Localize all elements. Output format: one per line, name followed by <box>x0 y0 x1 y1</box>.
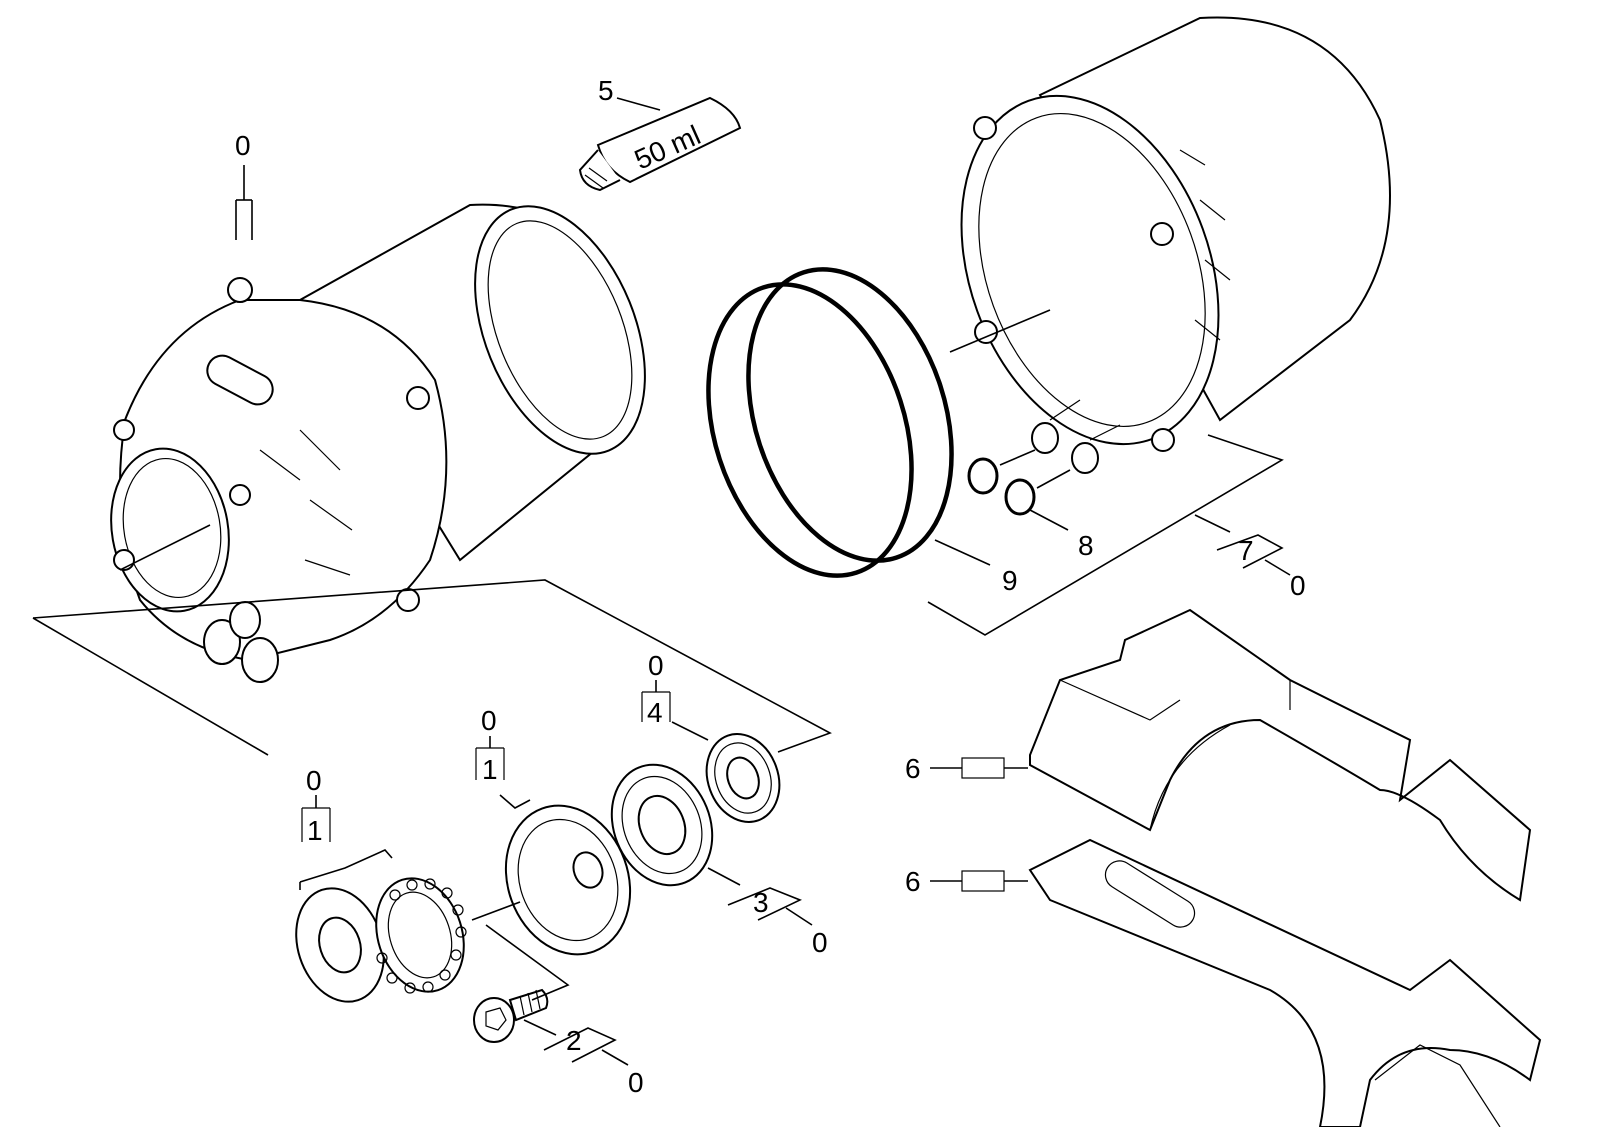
ball-bearing <box>610 763 714 887</box>
housing-set-box <box>1216 534 1284 569</box>
bearing-3-box <box>727 887 802 921</box>
callout-bracket-lower: 6 <box>905 866 921 897</box>
callout-bearing-4-top: 0 <box>648 650 664 681</box>
grease-tube-leader <box>616 97 661 111</box>
callout-bearing-3-suffix: 0 <box>812 927 828 958</box>
motor-housing <box>110 203 646 683</box>
shaft-seal <box>705 733 781 823</box>
bolt-2-leader <box>523 1019 557 1036</box>
callout-bolt-2: 2 <box>566 1025 582 1056</box>
callout-bearing-4: 4 <box>647 697 663 728</box>
callout-washer-1-top: 0 <box>306 765 322 796</box>
callout-o-rings-8: 8 <box>1078 530 1094 561</box>
housing-group-bracket <box>927 434 1284 636</box>
callout-grease-tube: 5 <box>598 75 614 106</box>
small-o-rings <box>967 449 1071 516</box>
callout-o-ring-9: 9 <box>1002 565 1018 596</box>
bearing-4-callout <box>641 680 709 741</box>
disc-1-callout <box>475 736 531 809</box>
flange-bolt <box>473 988 549 1043</box>
pump-housing <box>949 16 1391 474</box>
callout-motor-top: 0 <box>235 130 251 161</box>
callout-disc-1-top: 0 <box>481 705 497 736</box>
large-o-ring <box>706 267 954 578</box>
callout-washer-1: 1 <box>307 815 323 846</box>
bolt-2-box <box>543 1027 617 1063</box>
o-ring-8-leader <box>1029 509 1069 531</box>
lower-clamp-bracket <box>1028 838 1542 1127</box>
upper-clamp-bracket <box>1029 608 1532 902</box>
thrust-washer <box>295 887 385 1003</box>
callout-bearing-3: 3 <box>753 887 769 918</box>
thrust-bearing-cage <box>375 877 467 994</box>
callout-bolt-2-suffix: 0 <box>628 1067 644 1098</box>
washer-1-callout <box>299 795 393 890</box>
o-ring-9-leader <box>934 539 991 566</box>
bracket-lower-leader <box>930 870 1028 892</box>
callout-housing-set-suffix: 0 <box>1290 570 1306 601</box>
motor-callout-bracket <box>235 165 253 240</box>
callout-housing-set: 7 <box>1238 535 1254 566</box>
bracket-upper-leader <box>930 757 1028 779</box>
bearing-flange-disc <box>504 804 632 956</box>
motor-group-bracket <box>32 579 832 753</box>
bearing-3-leader <box>707 867 741 886</box>
callout-disc-1: 1 <box>482 754 498 785</box>
callout-bracket-upper: 6 <box>905 753 921 784</box>
grease-tube: 50 ml <box>578 96 742 192</box>
bolt-group-line <box>485 924 570 1001</box>
